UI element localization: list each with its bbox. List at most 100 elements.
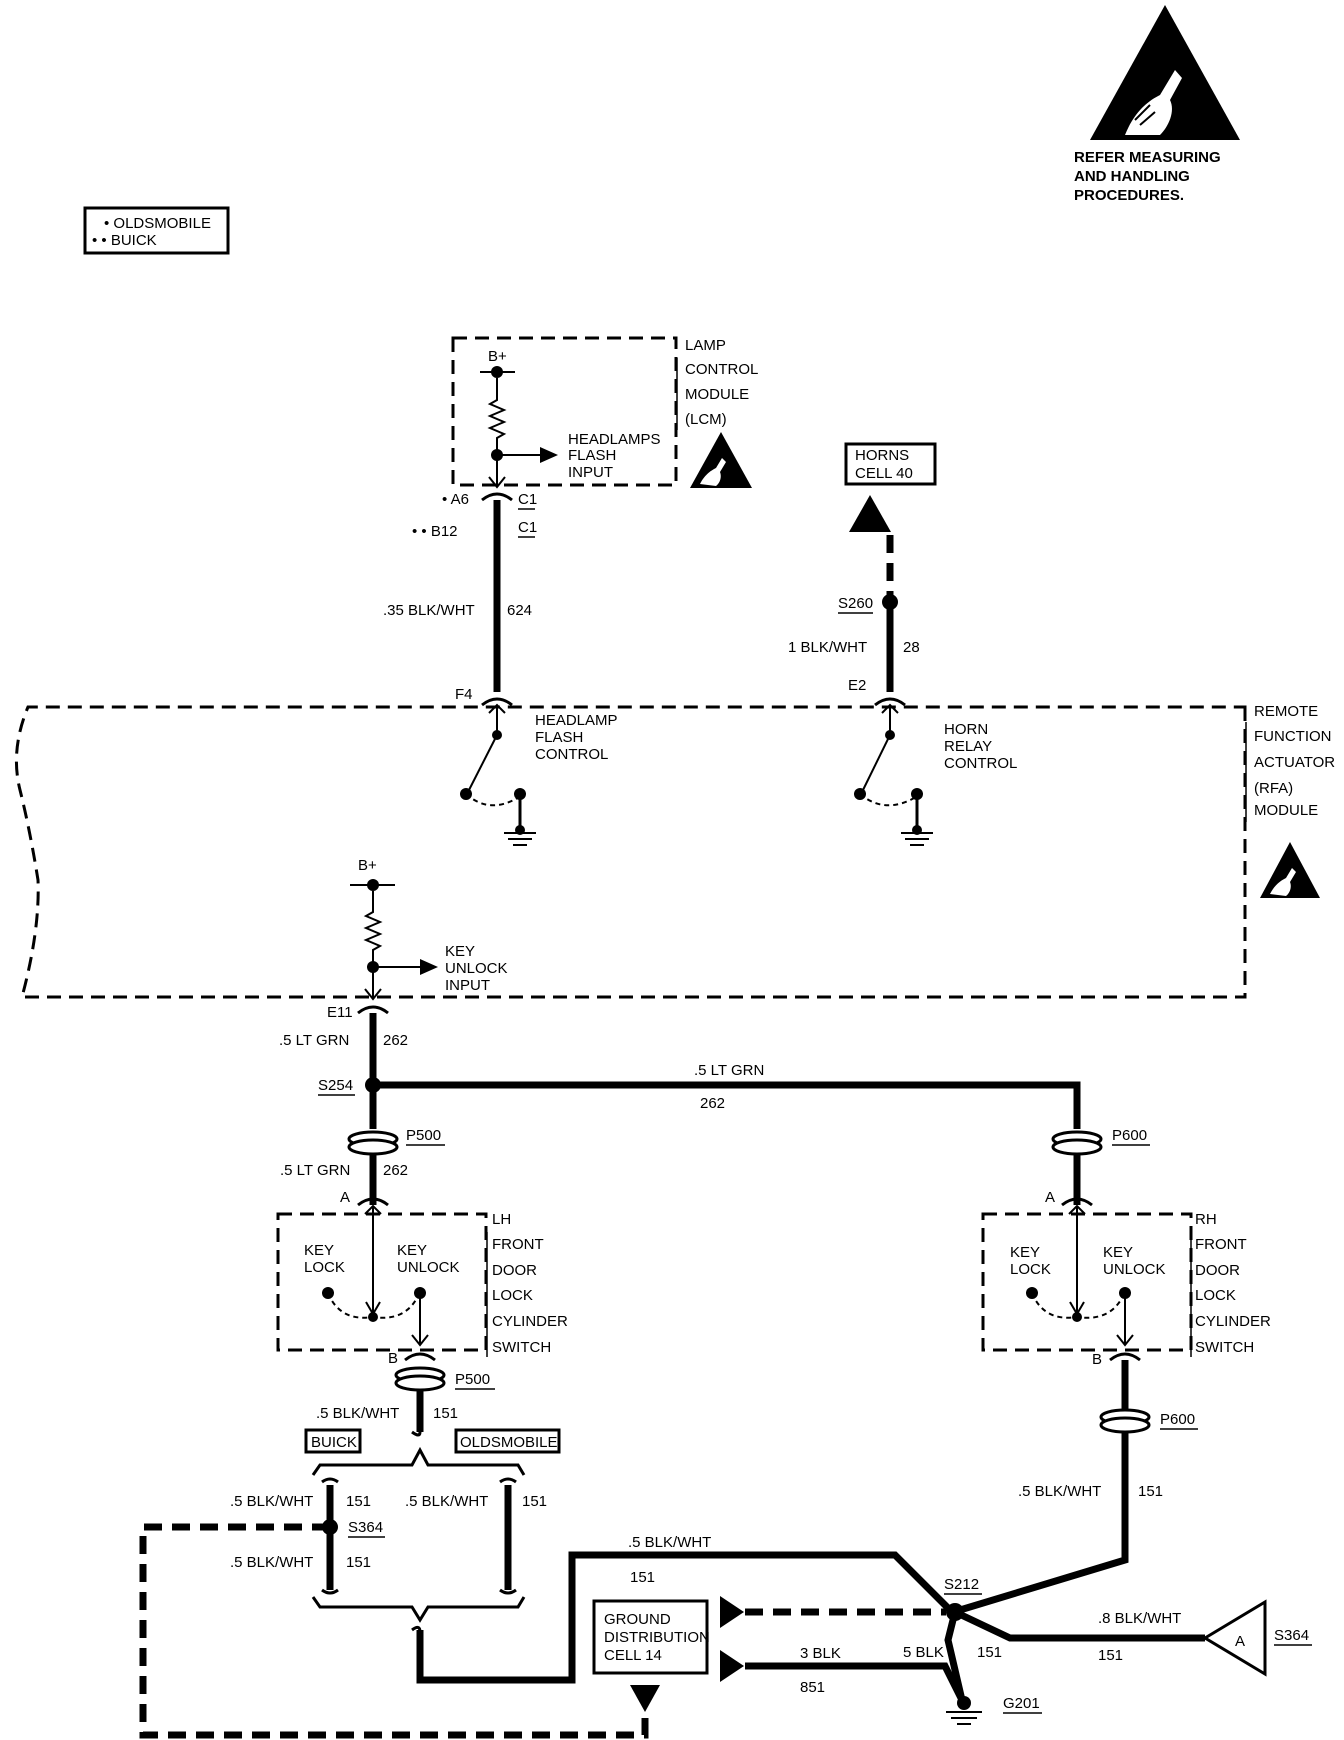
wire-s364-ground-dashed bbox=[139, 1523, 649, 1739]
rh-switch-name-label: RH FRONT DOOR LOCK CYLINDER SWITCH bbox=[1190, 1211, 1271, 1357]
headlamp-flash-label-3: CONTROL bbox=[535, 746, 608, 763]
horn-relay-label-2: RELAY bbox=[944, 738, 992, 755]
svg-text:RH: RH bbox=[1195, 1211, 1217, 1228]
connector-p500-bottom bbox=[394, 1366, 446, 1392]
ref-a-triangle bbox=[1202, 1599, 1267, 1677]
rh-pin-a-connector bbox=[1061, 1197, 1093, 1207]
wire-151-olds-circuit: 151 bbox=[522, 1493, 547, 1510]
svg-text:ACTUATOR: ACTUATOR bbox=[1254, 754, 1335, 771]
rh-switch-travel bbox=[1031, 1292, 1124, 1319]
lcm-c1-label-2: C1 bbox=[518, 519, 537, 536]
wire-5blk-circuit: 151 bbox=[977, 1644, 1002, 1661]
wire-5blk bbox=[944, 1611, 966, 1701]
wire-28-circuit: 28 bbox=[903, 639, 920, 656]
rh-key-lock-label-1: KEY bbox=[1010, 1244, 1040, 1261]
splice-s364-label: S364 bbox=[348, 1519, 383, 1536]
ground-dist-line3: CELL 14 bbox=[604, 1647, 662, 1664]
key-unlock-input-label-2: UNLOCK bbox=[445, 960, 508, 977]
variant-buick-label: BUICK bbox=[311, 1434, 357, 1451]
rfa-name-label: REMOTE FUNCTION ACTUATOR (RFA) MODULE bbox=[1245, 703, 1335, 822]
lcm-name-label: LAMP CONTROL MODULE (LCM) bbox=[676, 337, 758, 430]
svg-text:(RFA): (RFA) bbox=[1254, 780, 1293, 797]
ref-a-splice-label: S364 bbox=[1274, 1627, 1309, 1644]
lh-key-lock-label-1: KEY bbox=[304, 1242, 334, 1259]
lh-pin-b: B bbox=[388, 1350, 398, 1367]
svg-text:FRONT: FRONT bbox=[1195, 1236, 1247, 1253]
lcm-c1-label-1: C1 bbox=[518, 491, 537, 508]
lcm-input-label-3: INPUT bbox=[568, 464, 613, 481]
rfa-pin-e11: E11 bbox=[327, 1004, 353, 1021]
wire-262-a-gauge: .5 LT GRN bbox=[279, 1032, 349, 1049]
lh-key-lock-label-2: LOCK bbox=[304, 1259, 345, 1276]
svg-text:CYLINDER: CYLINDER bbox=[1195, 1313, 1271, 1330]
lcm-bplus-label: B+ bbox=[488, 348, 507, 365]
key-unlock-input-label-1: KEY bbox=[445, 943, 475, 960]
svg-text:LH: LH bbox=[492, 1211, 511, 1228]
wire-151-buick-upper-circuit: 151 bbox=[346, 1493, 371, 1510]
rh-pin-b: B bbox=[1092, 1351, 1102, 1368]
lcm-module-box bbox=[451, 336, 678, 487]
wire-262-c-circuit: 262 bbox=[383, 1162, 408, 1179]
rfa-input-arrow bbox=[420, 959, 438, 975]
svg-text:MODULE: MODULE bbox=[685, 386, 749, 403]
wire-262-b-circuit: 262 bbox=[700, 1095, 725, 1112]
rh-switch-box bbox=[981, 1212, 1193, 1352]
rfa-bplus-node bbox=[367, 879, 379, 891]
wire-151-rh-circuit: 151 bbox=[1138, 1483, 1163, 1500]
wire-151-buick-lower-circuit: 151 bbox=[346, 1554, 371, 1571]
wire-262-a-circuit: 262 bbox=[383, 1032, 408, 1049]
wire-151-buick-lower-gauge: .5 BLK/WHT bbox=[230, 1554, 313, 1571]
wire-8blk-circuit: 151 bbox=[1098, 1647, 1123, 1664]
lh-pin-b-connector bbox=[404, 1352, 436, 1362]
wire-151-buick-upper-gauge: .5 BLK/WHT bbox=[230, 1493, 313, 1510]
connector-p500-top bbox=[347, 1130, 399, 1156]
horn-relay-label-3: CONTROL bbox=[944, 755, 1017, 772]
wire-151-rh-gauge: .5 BLK/WHT bbox=[1018, 1483, 1101, 1500]
wire-28-gauge: 1 BLK/WHT bbox=[788, 639, 867, 656]
rfa-module-box bbox=[14, 705, 1247, 999]
variant-buick-box bbox=[304, 1428, 362, 1454]
svg-text:SWITCH: SWITCH bbox=[1195, 1339, 1254, 1356]
rfa-pin-f4-connector bbox=[481, 697, 513, 707]
horns-ref-line1: HORNS bbox=[855, 447, 909, 464]
ground-dist-line1: GROUND bbox=[604, 1611, 671, 1628]
ground-dist-arrow-2 bbox=[720, 1650, 744, 1682]
esd-notice-line3: PROCEDURES. bbox=[1074, 187, 1184, 204]
horn-relay-label-1: HORN bbox=[944, 721, 988, 738]
lcm-input-label-2: FLASH bbox=[568, 447, 616, 464]
headlamp-flash-ground-icon bbox=[504, 832, 536, 846]
lh-switch-name-label: LH FRONT DOOR LOCK CYLINDER SWITCH bbox=[486, 1211, 568, 1357]
wire-624-gauge: .35 BLK/WHT bbox=[383, 602, 475, 619]
lcm-input-arrow bbox=[540, 447, 558, 463]
rfa-pin-e2-connector bbox=[874, 697, 906, 707]
p500-bottom-label: P500 bbox=[455, 1371, 490, 1388]
ground-dist-arrow-down bbox=[630, 1685, 660, 1712]
ref-a-letter: A bbox=[1235, 1633, 1245, 1650]
splice-s254-label: S254 bbox=[318, 1077, 353, 1094]
wire-151-olds-gauge: .5 BLK/WHT bbox=[405, 1493, 488, 1510]
p500-top-label: P500 bbox=[406, 1127, 441, 1144]
rfa-bplus-label: B+ bbox=[358, 857, 377, 874]
svg-text:SWITCH: SWITCH bbox=[492, 1339, 551, 1356]
connector-p600-top bbox=[1051, 1130, 1103, 1156]
wire-851-gauge: 3 BLK bbox=[800, 1645, 841, 1662]
lh-pin-a-connector bbox=[357, 1197, 389, 1207]
wire-151-p500-gauge: .5 BLK/WHT bbox=[316, 1405, 399, 1422]
svg-text:CYLINDER: CYLINDER bbox=[492, 1313, 568, 1330]
wire-8blk bbox=[953, 1608, 1205, 1642]
headlamp-flash-label-1: HEADLAMP bbox=[535, 712, 618, 729]
svg-text:MODULE: MODULE bbox=[1254, 802, 1318, 819]
legend-oldsmobile: • OLDSMOBILE bbox=[104, 215, 211, 232]
wire-262-b-gauge: .5 LT GRN bbox=[694, 1062, 764, 1079]
svg-text:LAMP: LAMP bbox=[685, 337, 726, 354]
variant-olds-box bbox=[454, 1428, 561, 1454]
wire-5blk-gauge: 5 BLK bbox=[903, 1644, 944, 1661]
lcm-pullup-resistor bbox=[487, 378, 507, 455]
key-unlock-input-label-3: INPUT bbox=[445, 977, 490, 994]
variant-merge-brace bbox=[311, 1596, 526, 1623]
esd-notice-line2: AND HANDLING bbox=[1074, 168, 1190, 185]
horns-ref-arrow bbox=[849, 495, 891, 532]
lcm-pin-b12: • • B12 bbox=[412, 523, 458, 540]
rfa-pullup-resistor bbox=[363, 891, 383, 967]
